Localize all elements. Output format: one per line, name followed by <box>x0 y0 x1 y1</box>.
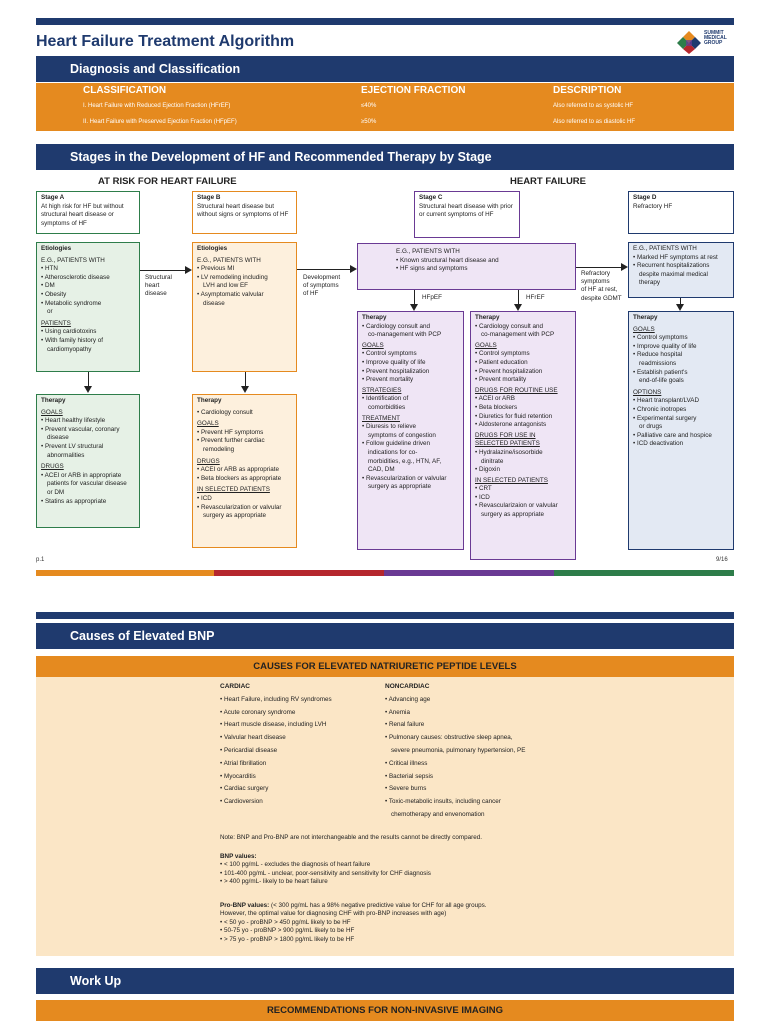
heart-failure-label: HEART FAILURE <box>510 176 586 187</box>
table-cell: Also referred to as systolic HF <box>553 103 634 109</box>
col-description: DESCRIPTION <box>553 85 622 96</box>
col-classification: CLASSIFICATION <box>83 85 167 96</box>
therapy-hfpef-box: Therapy • Cardiology consult and co-mana… <box>357 311 464 550</box>
development-of-symptoms-label: Development of symptoms of HF <box>303 274 341 298</box>
arrow-head <box>676 304 684 311</box>
logo-diamond-icon <box>677 31 701 54</box>
bnp-panel: CARDIAC • Heart Failure, including RV sy… <box>36 677 734 956</box>
arrow-head <box>241 386 249 393</box>
stage-a-box: Stage A At high risk for HF but without … <box>36 191 140 234</box>
page-number-right: 9/16 <box>716 557 728 563</box>
arrow-head <box>350 265 357 273</box>
arrow-head <box>185 266 192 274</box>
stage-c-box: Stage C Structural heart disease with pr… <box>414 191 520 238</box>
color-strip-purple <box>384 570 554 576</box>
stages-heading: Stages in the Development of HF and Reco… <box>36 144 734 170</box>
workup-subheading: RECOMMENDATIONS FOR NON-INVASIVE IMAGING <box>36 1000 734 1021</box>
therapy-hfref-box: Therapy • Cardiology consult and co-mana… <box>470 311 576 560</box>
stage-d-box: Stage D Refractory HF <box>628 191 734 234</box>
bnp-values: BNP values: • < 100 pg/mL - excludes the… <box>220 853 431 886</box>
table-cell: Also referred to as diastolic HF <box>553 119 636 125</box>
etiologies-c-box: E.G., PATIENTS WITH • Known structural h… <box>357 243 576 290</box>
bnp-subheading: CAUSES FOR ELEVATED NATRIURETIC PEPTIDE … <box>36 656 734 677</box>
table-cell: ≤40% <box>361 103 377 109</box>
noncardiac-causes-list: NONCARDIAC • Advancing age • Anemia • Re… <box>385 683 526 818</box>
bnp-heading: Causes of Elevated BNP <box>36 623 734 649</box>
etiologies-b-box: Etiologies E.G., PATIENTS WITH • Previou… <box>192 242 297 372</box>
at-risk-label: AT RISK FOR HEART FAILURE <box>98 176 237 187</box>
therapy-d-box: Therapy GOALS • Control symptoms • Impro… <box>628 311 734 550</box>
table-cell: II. Heart Failure with Preserved Ejectio… <box>83 119 237 125</box>
diagnosis-heading: Diagnosis and Classification <box>36 56 734 82</box>
page-title: Heart Failure Treatment Algorithm <box>36 33 295 50</box>
arrow-head <box>84 386 92 393</box>
arrow-down-b <box>245 372 246 386</box>
page-number-left: p.1 <box>36 557 45 563</box>
color-strip-red <box>214 570 384 576</box>
hfpef-label: HFpEF <box>422 294 442 301</box>
arrow-c-d <box>576 267 621 268</box>
classification-table: CLASSIFICATION EJECTION FRACTION DESCRIP… <box>36 83 734 131</box>
hfref-label: HFrEF <box>526 294 545 301</box>
page2-top-rule <box>36 612 734 619</box>
arrow-down-a <box>88 372 89 386</box>
table-cell: I. Heart Failure with Reduced Ejection F… <box>83 103 231 109</box>
top-rule <box>36 18 734 25</box>
bnp-note: Note: BNP and Pro-BNP are not interchang… <box>220 834 482 841</box>
table-cell: ≥50% <box>361 119 377 125</box>
therapy-b-box: Therapy • Cardiology consult GOALS • Pre… <box>192 394 297 548</box>
color-strip-orange <box>36 570 214 576</box>
summit-logo: SUMMIT MEDICAL GROUP <box>676 30 734 54</box>
arrow-head <box>514 304 522 311</box>
cardiac-causes-list: CARDIAC • Heart Failure, including RV sy… <box>220 683 332 806</box>
col-ejection-fraction: EJECTION FRACTION <box>361 85 466 96</box>
arrow-a-b <box>140 270 185 271</box>
arrow-down-hfpef <box>414 290 415 304</box>
logo-text: SUMMIT MEDICAL GROUP <box>704 30 727 46</box>
arrow-b-c <box>297 269 350 270</box>
stage-b-box: Stage B Structural heart disease but wit… <box>192 191 297 234</box>
probnp-values: Pro-BNP values: (< 300 pg/mL has a 98% n… <box>220 902 487 943</box>
arrow-down-d <box>680 298 681 304</box>
refractory-symptoms-label: Refractory symptoms of HF at rest, despi… <box>581 270 622 302</box>
structural-heart-disease-label: Structural heart disease <box>145 274 172 298</box>
workup-heading: Work Up <box>36 968 734 994</box>
etiologies-a-box: Etiologies E.G., PATIENTS WITH • HTN • A… <box>36 242 140 372</box>
etiologies-d-box: E.G., PATIENTS WITH • Marked HF symptoms… <box>628 242 734 298</box>
arrow-down-hfref <box>518 290 519 304</box>
color-strip-green <box>554 570 734 576</box>
arrow-head <box>410 304 418 311</box>
arrow-head <box>621 263 628 271</box>
therapy-a-box: Therapy GOALS • Heart healthy lifestyle … <box>36 394 140 528</box>
